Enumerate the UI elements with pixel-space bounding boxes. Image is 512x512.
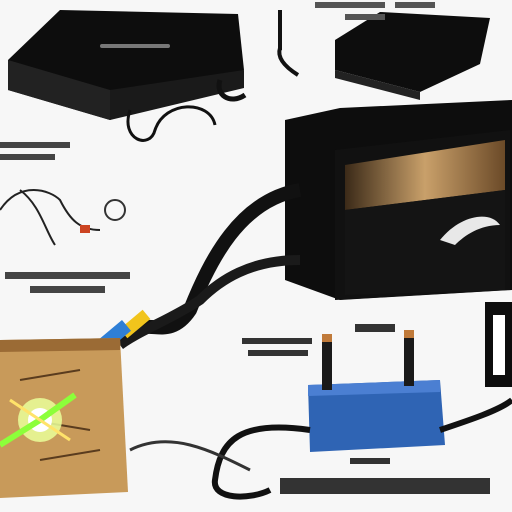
scribble-label — [100, 44, 170, 48]
cable-bottom-left — [211, 424, 311, 500]
scribble-text-top — [315, 2, 435, 20]
cable-top-left — [126, 105, 217, 142]
probe-top — [277, 10, 300, 77]
scribble-text-bottom — [242, 324, 490, 494]
blue-device — [308, 330, 445, 452]
hook-cable — [216, 79, 247, 102]
spark — [0, 392, 77, 448]
cable-bottom-right — [439, 397, 512, 433]
black-box-top-right — [335, 12, 490, 100]
black-box-top-left — [8, 10, 244, 120]
main-device — [285, 100, 512, 300]
red-component — [80, 225, 90, 233]
wire-left-2 — [19, 189, 56, 246]
scribble-text-left — [0, 142, 130, 293]
thick-cable-2 — [117, 255, 301, 350]
wood-panel — [0, 338, 128, 498]
wire-loop-icon — [104, 199, 126, 221]
cable-bottom-mid — [129, 440, 251, 472]
